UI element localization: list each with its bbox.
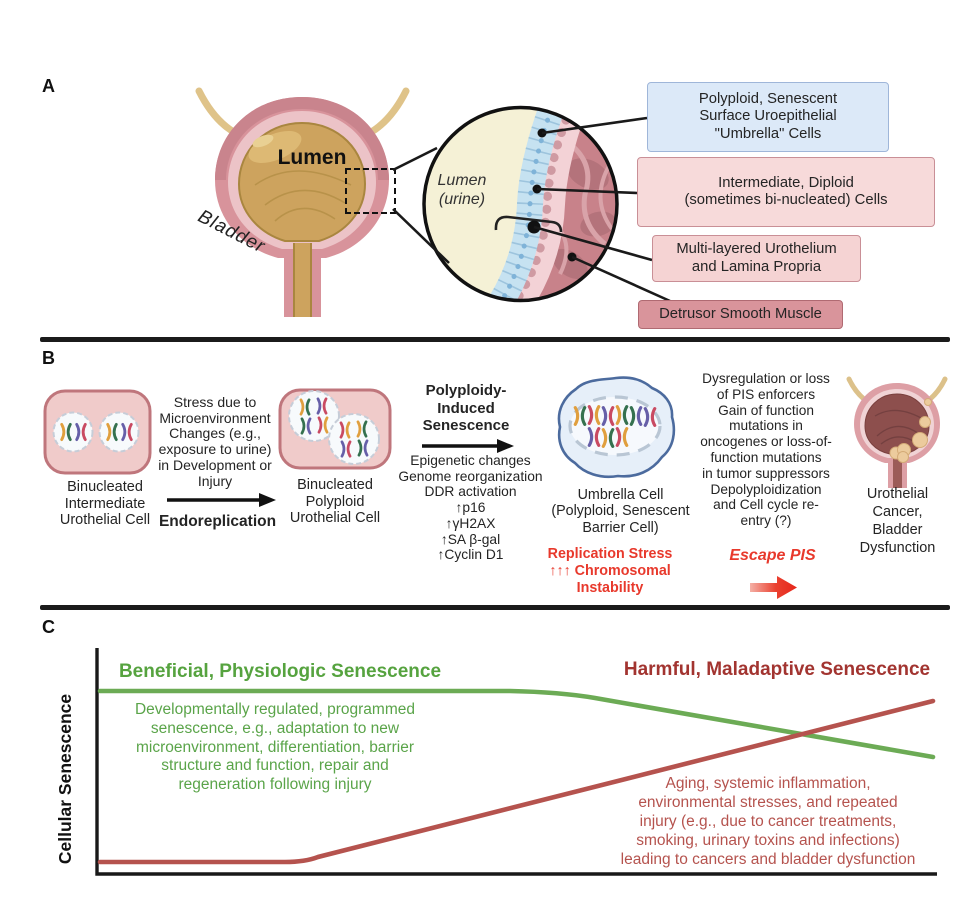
y-axis-label: Cellular Senescence: [55, 693, 75, 865]
inset-lumen-label: Lumen (urine): [437, 172, 487, 208]
umbrella-cell: [557, 376, 676, 479]
urethra-inner: [294, 243, 311, 317]
panel-c-label: C: [42, 617, 55, 637]
callout-dot-urothelium: [527, 220, 541, 234]
panel-a-label: A: [42, 76, 55, 96]
bladder-lumen-label: Lumen: [277, 146, 347, 169]
harmful-title: Harmful, Maladaptive Senescence: [623, 659, 931, 680]
chart-axes: [95, 648, 937, 876]
step1-stress-text: Stress due to Microenvironment Changes (…: [158, 394, 272, 489]
harmful-senescence-line: [97, 698, 936, 865]
senescence-chart: [95, 648, 937, 876]
umbrella-cell-caption: Umbrella Cell (Polyploid, Senescent Barr…: [551, 487, 690, 536]
escape-pis-arrow: [750, 576, 797, 599]
callout-dot-detrusor: [567, 252, 577, 262]
bladder-illustration: [195, 87, 410, 317]
beneficial-description: Developmentally regulated, programmed se…: [134, 701, 415, 794]
bladder-dome: [215, 97, 389, 180]
diseased-bladder-illustration: [846, 376, 948, 488]
callout-dot-intermediate: [532, 184, 542, 194]
umbrella-warning-text: Replication Stress ↑↑↑ Chromosomal Insta…: [547, 546, 673, 596]
callout-dot-umbrella: [537, 128, 547, 138]
tumor-nodules: [889, 398, 932, 463]
separator-b-c: [40, 605, 950, 610]
harmful-description: Aging, systemic inflammation, environmen…: [620, 775, 916, 868]
cell1-caption: Binucleated Intermediate Urothelial Cell: [59, 479, 151, 528]
beneficial-senescence-line: [97, 688, 936, 760]
separator-a-b: [40, 337, 950, 342]
step2-markers: Epigenetic changes Genome reorganization…: [398, 453, 543, 563]
panel-b-label: B: [42, 348, 55, 368]
callout-umbrella-cells: Polyploid, Senescent Surface Uroepitheli…: [647, 82, 889, 152]
step2-title: Polyploidy- Induced Senescence: [422, 382, 510, 434]
beneficial-title: Beneficial, Physiologic Senescence: [118, 661, 442, 682]
cell2-caption: Binucleated Polyploid Urothelial Cell: [289, 477, 381, 526]
binucleated-polyploid-cell: [278, 388, 392, 470]
magnified-region-box: [345, 168, 396, 214]
step1-process-label: Endoreplication: [158, 513, 277, 530]
binucleated-intermediate-cell: [43, 389, 152, 475]
outcome-caption: Urothelial Cancer, Bladder Dysfunction: [859, 486, 936, 556]
step3-text: Dysregulation or loss of PIS enforcers G…: [700, 371, 832, 529]
callout-detrusor: Detrusor Smooth Muscle: [638, 300, 843, 329]
callout-urothelium: Multi-layered Urothelium and Lamina Prop…: [652, 235, 861, 282]
callout-intermediate-cells: Intermediate, Diploid (sometimes bi-nucl…: [637, 157, 935, 227]
step3-process-label: Escape PIS: [729, 547, 816, 564]
